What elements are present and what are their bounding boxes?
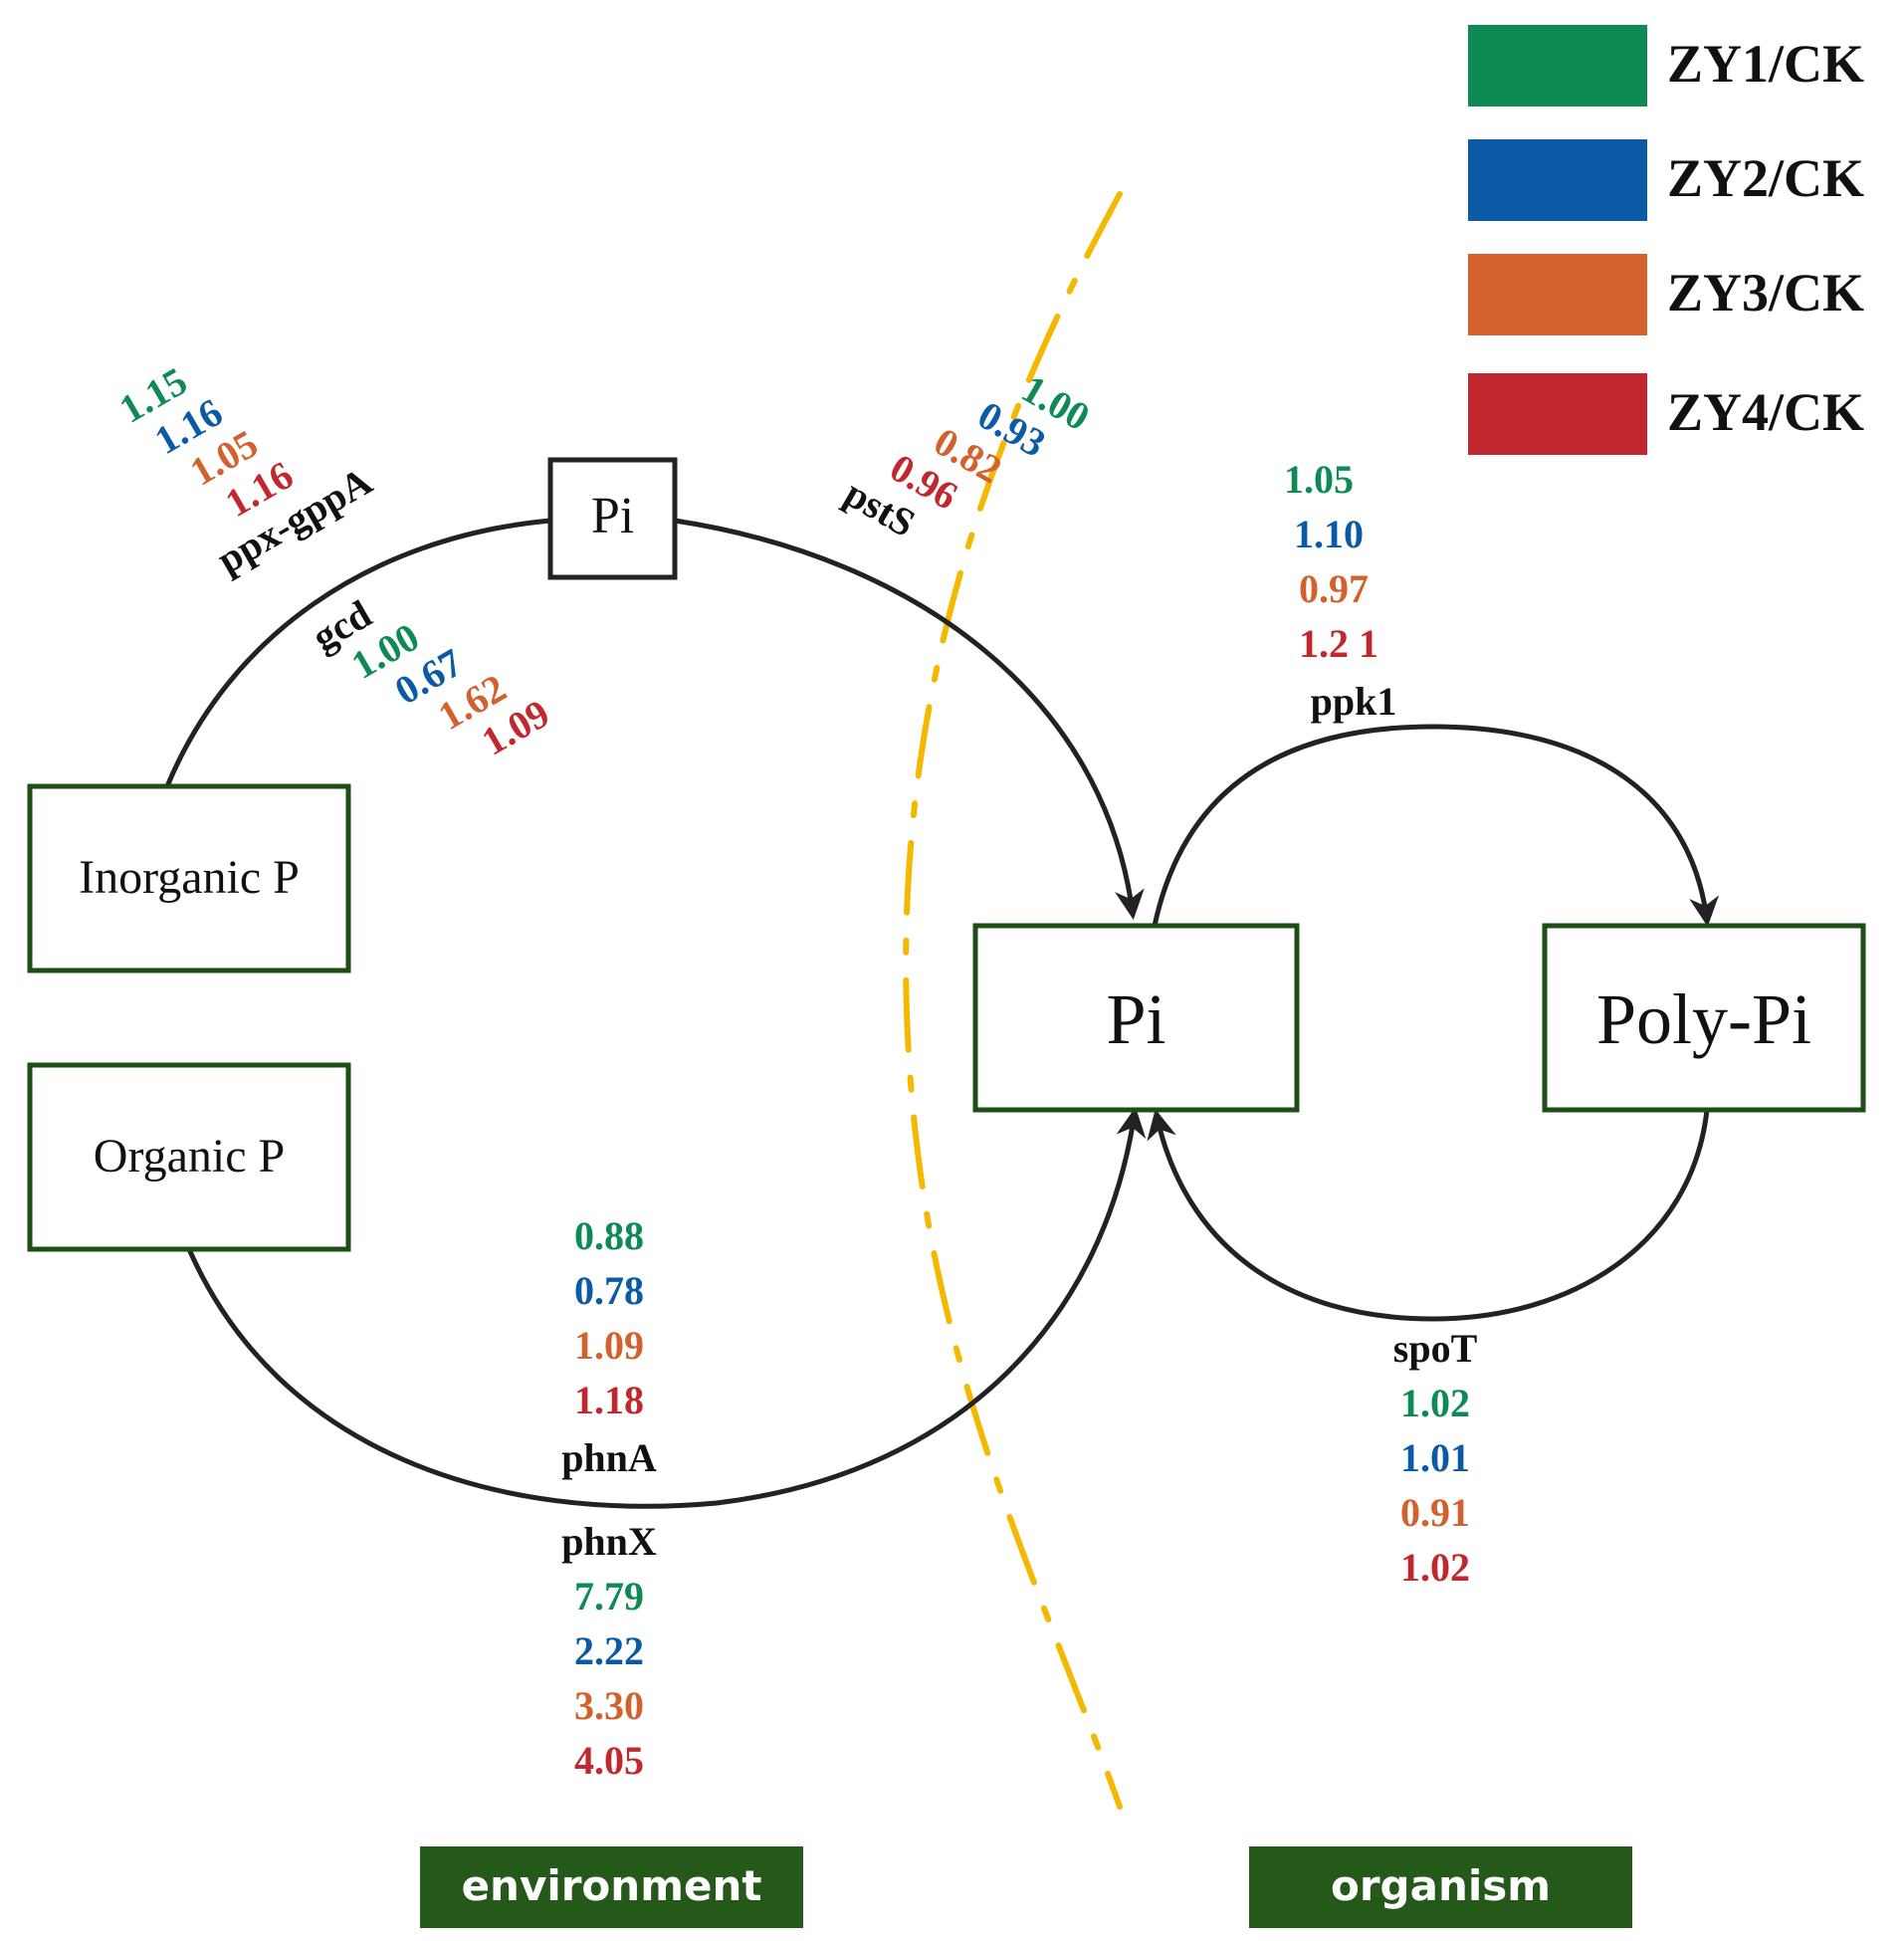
node-pi-center: Pi [972,923,1300,1113]
spoT-gene-label: spoT [1393,1326,1478,1371]
ppk1-value-zy2: 1.10 [1294,512,1364,556]
arrow-polypi-to-pi [1147,1109,1710,1322]
legend-item-zy3: ZY3/CK [1468,254,1864,335]
node-pi-top-label: Pi [591,488,634,544]
spoT-value-zy1: 1.02 [1400,1381,1470,1425]
phnX-value-zy1: 7.79 [574,1574,644,1618]
node-inorganic-p-label: Inorganic P [79,851,300,904]
gene-spoT: spoT 1.02 1.01 0.91 1.02 [1393,1326,1478,1590]
phnX-value-zy3: 3.30 [574,1683,644,1728]
legend-swatch-zy4 [1468,373,1647,455]
node-pi-center-box [972,923,1300,1113]
environment-badge-box [420,1846,803,1928]
legend-label-zy2: ZY2/CK [1667,148,1864,208]
spoT-value-zy4: 1.02 [1400,1545,1470,1590]
phnA-value-zy4: 1.18 [574,1378,644,1422]
arrow-pi-top-to-pi-center [674,518,1145,920]
phnX-value-zy4: 4.05 [574,1738,644,1783]
gene-ppx-gppA: 1.15 1.16 1.05 1.16 ppx-gppA [111,358,379,582]
node-organic-p-box [27,1062,351,1252]
legend-label-zy3: ZY3/CK [1667,263,1864,323]
phnX-value-zy2: 2.22 [574,1628,644,1673]
region-badge-environment: environment [420,1846,803,1928]
phnA-gene-label: phnA [561,1435,657,1480]
region-badge-organism: organism [1249,1846,1632,1928]
node-organic-p: Organic P [27,1062,351,1252]
node-pi-top-box [547,457,678,580]
node-inorganic-p: Inorganic P [27,783,351,973]
ppk1-value-zy3: 0.97 [1299,566,1369,611]
phnX-gene-label: phnX [561,1519,657,1564]
arrow-inorganic-to-pi-top [164,518,551,787]
ppk1-value-zy1: 1.05 [1284,457,1354,502]
spoT-value-zy2: 1.01 [1400,1435,1470,1480]
gene-gcd: gcd 1.00 0.67 1.62 1.09 [305,591,556,764]
legend-label-zy1: ZY1/CK [1667,34,1864,94]
node-poly-pi-box [1542,923,1866,1113]
node-poly-pi-label: Poly-Pi [1596,979,1811,1059]
ppk1-gene-label: ppk1 [1311,679,1397,724]
environment-badge-label: environment [462,1861,762,1910]
phnA-value-zy3: 1.09 [574,1323,644,1368]
ppk1-value-zy4: 1.2 1 [1299,621,1378,666]
legend-label-zy4: ZY4/CK [1667,382,1864,442]
phnA-value-zy2: 0.78 [574,1268,644,1313]
legend-item-zy2: ZY2/CK [1468,139,1864,221]
node-organic-p-label: Organic P [94,1130,285,1183]
arrow-organic-to-pi-center [186,1107,1147,1509]
legend-item-zy4: ZY4/CK [1468,373,1864,455]
arrow-pi-to-polypi [1152,724,1720,927]
node-pi-top: Pi [547,457,678,580]
node-pi-center-label: Pi [1106,979,1165,1059]
legend-item-zy1: ZY1/CK [1468,25,1864,107]
gene-phnA: 0.88 0.78 1.09 1.18 phnA [561,1213,657,1480]
legend-swatch-zy3 [1468,254,1647,335]
node-poly-pi: Poly-Pi [1542,923,1866,1113]
legend-swatch-zy1 [1468,25,1647,107]
phnA-value-zy1: 0.88 [574,1213,644,1258]
spoT-value-zy3: 0.91 [1400,1490,1470,1535]
gene-ppk1: 1.05 1.10 0.97 1.2 1 ppk1 [1284,457,1396,724]
organism-badge-box [1249,1846,1632,1928]
legend: ZY1/CK ZY2/CK ZY3/CK ZY4/CK [1468,25,1864,455]
node-inorganic-p-box [27,783,351,973]
organism-badge-label: organism [1331,1861,1551,1910]
legend-swatch-zy2 [1468,139,1647,221]
gene-phnX: phnX 7.79 2.22 3.30 4.05 [561,1519,657,1783]
gene-pstS: 1.00 0.93 0.82 0.96 pstS [837,365,1097,545]
membrane-boundary-line [903,191,1123,1810]
